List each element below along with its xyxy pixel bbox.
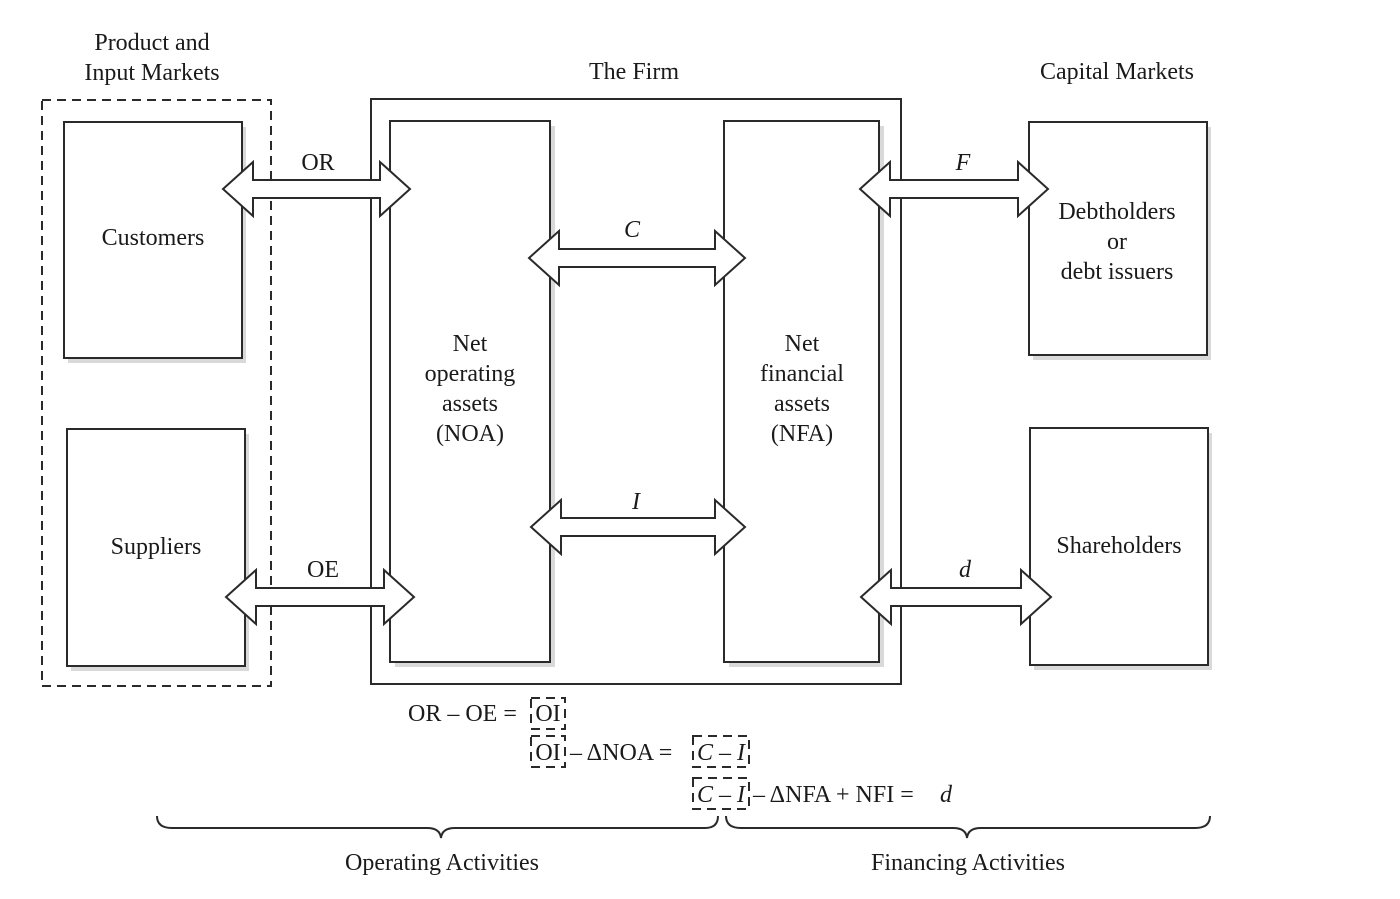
c-label: C bbox=[624, 217, 641, 243]
nfa-label: Net financial assets (NFA) bbox=[760, 331, 844, 447]
suppliers-box bbox=[66, 428, 246, 667]
eq2-c-minus-i: C – I bbox=[697, 740, 746, 766]
i-double-arrow bbox=[529, 497, 747, 557]
or-double-arrow bbox=[221, 159, 412, 219]
noa-line3: assets bbox=[442, 391, 498, 417]
noa-line2: operating bbox=[425, 361, 516, 387]
c-double-arrow bbox=[527, 228, 747, 288]
firm-title: The Firm bbox=[589, 59, 679, 85]
noa-label: Net operating assets (NOA) bbox=[425, 331, 516, 447]
debtholders-label: Debtholders or debt issuers bbox=[1058, 199, 1175, 285]
equation-operating-income: OR – OE = OI bbox=[408, 697, 566, 730]
eq2-c-minus-i-dashed-box bbox=[692, 735, 750, 768]
nfa-line4: (NFA) bbox=[771, 421, 833, 447]
product-input-markets-group bbox=[41, 99, 272, 687]
debtholders-line1: Debtholders bbox=[1058, 199, 1175, 225]
eq2-oi-dashed-box bbox=[530, 735, 566, 768]
eq1-lhs: OR – OE = bbox=[408, 701, 517, 727]
operating-activities-brace bbox=[156, 815, 719, 839]
eq2-oi: OI bbox=[535, 740, 560, 766]
customers-box bbox=[63, 121, 243, 359]
noa-line1: Net bbox=[453, 331, 488, 357]
i-label: I bbox=[631, 489, 641, 515]
d-double-arrow bbox=[859, 567, 1053, 627]
oe-label: OE bbox=[307, 557, 339, 583]
product-input-title-line1: Product and bbox=[94, 30, 209, 56]
f-label: F bbox=[955, 150, 971, 176]
customers-label: Customers bbox=[102, 225, 205, 251]
product-input-markets-title: Product and Input Markets bbox=[84, 30, 219, 86]
shareholders-box bbox=[1029, 427, 1209, 666]
suppliers-label: Suppliers bbox=[111, 534, 202, 560]
operating-activities-label: Operating Activities bbox=[345, 850, 539, 876]
nfa-line3: assets bbox=[774, 391, 830, 417]
eq3-rhs: – ΔNFA + NFI = bbox=[752, 782, 914, 808]
d-label: d bbox=[959, 557, 972, 583]
oe-double-arrow bbox=[224, 567, 416, 627]
financing-activities-label: Financing Activities bbox=[871, 850, 1065, 876]
capital-markets-title: Capital Markets bbox=[1040, 59, 1194, 85]
eq3-d: d bbox=[940, 782, 953, 808]
nfa-box bbox=[723, 120, 880, 663]
debtholders-box bbox=[1028, 121, 1208, 356]
f-double-arrow bbox=[858, 159, 1050, 219]
nfa-line1: Net bbox=[785, 331, 820, 357]
debtholders-line2: or bbox=[1107, 229, 1127, 255]
eq3-c-minus-i-dashed-box bbox=[692, 777, 750, 810]
eq3-c-minus-i: C – I bbox=[697, 782, 746, 808]
shareholders-label: Shareholders bbox=[1056, 533, 1181, 559]
financing-activities-brace bbox=[725, 815, 1211, 839]
eq1-oi-dashed-box bbox=[530, 697, 566, 730]
equation-free-cash-flow: OI – ΔNOA = C – I bbox=[530, 735, 750, 768]
or-label: OR bbox=[301, 150, 334, 176]
equation-dividends: C – I – ΔNFA + NFI = d bbox=[692, 777, 953, 810]
nfa-line2: financial bbox=[760, 361, 844, 387]
debtholders-line3: debt issuers bbox=[1061, 259, 1174, 285]
product-input-title-line2: Input Markets bbox=[84, 60, 219, 86]
noa-box bbox=[389, 120, 551, 663]
eq2-mid: – ΔNOA = bbox=[569, 740, 672, 766]
eq1-oi: OI bbox=[535, 701, 560, 727]
noa-line4: (NOA) bbox=[436, 421, 504, 447]
